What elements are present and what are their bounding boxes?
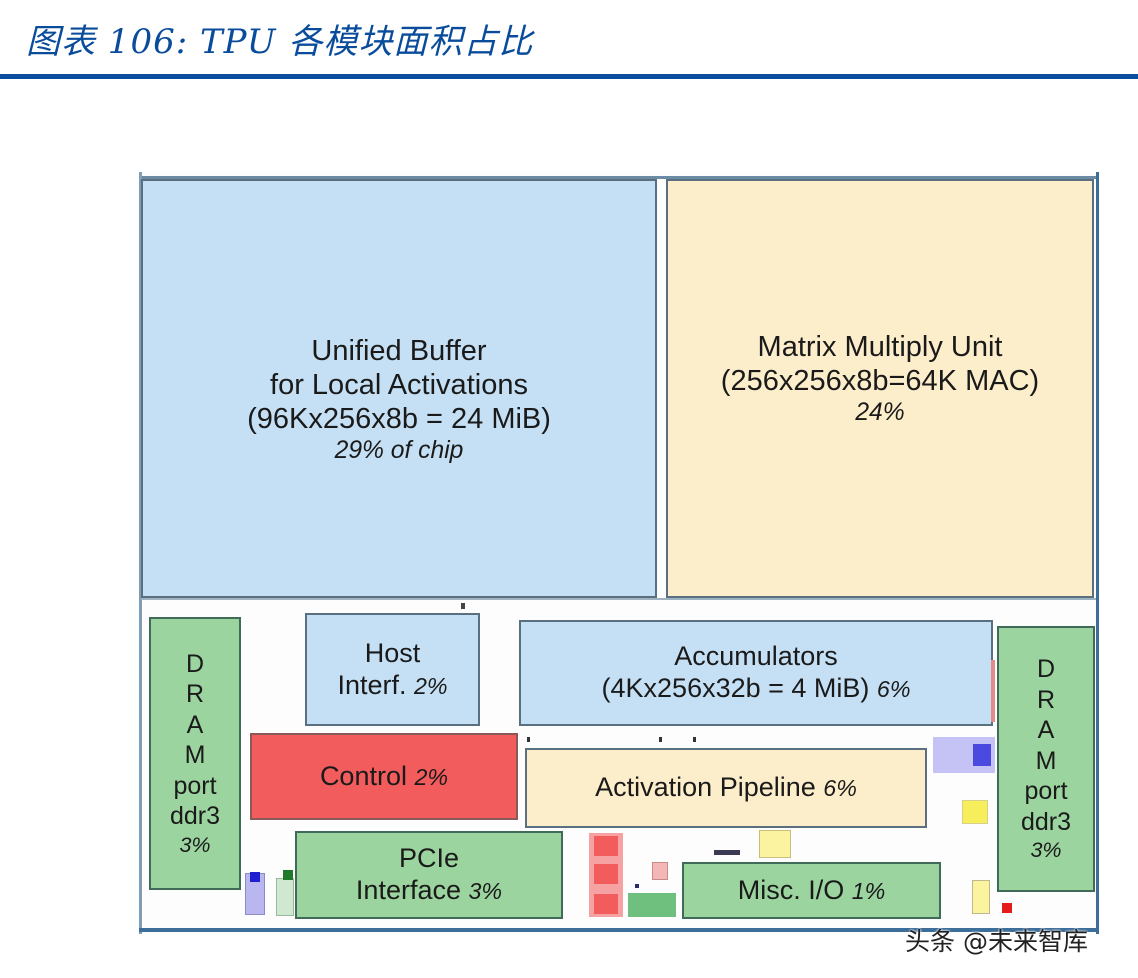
accumulator-edge-mark bbox=[991, 660, 995, 722]
misc-io-line: Misc. I/O 1% bbox=[738, 875, 886, 907]
dram-right-port: port bbox=[1024, 777, 1068, 806]
host-interface-title: Host bbox=[364, 637, 421, 668]
connector-dot bbox=[659, 737, 662, 742]
accumulators-percent: 6% bbox=[876, 676, 911, 702]
accumulators-line2: (4Kx256x32b = 4 MiB) 6% bbox=[602, 673, 911, 705]
pcie-interface-block: PCIe Interface 3% bbox=[295, 831, 563, 919]
activation-pipeline-line: Activation Pipeline 6% bbox=[595, 772, 857, 804]
minor-dot bbox=[635, 884, 639, 888]
dram-left-letter-d: D bbox=[185, 649, 205, 678]
minor-block-yellow-tall bbox=[972, 880, 990, 914]
host-interface-percent: 2% bbox=[413, 672, 448, 699]
minor-block-stripe bbox=[714, 850, 740, 855]
activation-pipeline-percent: 6% bbox=[823, 775, 857, 802]
separator-line bbox=[141, 598, 1096, 600]
dram-left-letter-a: A bbox=[186, 710, 204, 739]
accumulators-capacity: (4Kx256x32b = 4 MiB) bbox=[601, 673, 870, 703]
dram-right-ddr3: ddr3 bbox=[1020, 807, 1072, 836]
chip-border-bottom bbox=[139, 928, 1099, 932]
title-divider bbox=[0, 74, 1138, 79]
minor-block-yellow-top bbox=[759, 830, 791, 858]
connector-dot bbox=[461, 603, 465, 609]
chip-border-top bbox=[139, 176, 1099, 179]
dram-left-letter-m: M bbox=[184, 741, 206, 770]
minor-block-green-rect bbox=[628, 893, 676, 917]
dram-left-ddr3: ddr3 bbox=[169, 802, 221, 831]
pcie-line2: Interface 3% bbox=[356, 875, 502, 907]
dram-right-letter-a: A bbox=[1037, 716, 1055, 745]
unified-buffer-title: Unified Buffer bbox=[311, 334, 487, 367]
unified-buffer-capacity: (96Kx256x8b = 24 MiB) bbox=[247, 403, 551, 436]
dram-left-percent: 3% bbox=[179, 832, 211, 857]
host-interface-label: Interf. bbox=[337, 669, 407, 700]
minor-block-pale-green bbox=[276, 878, 294, 916]
control-line: Control 2% bbox=[320, 761, 448, 793]
minor-block-red-2 bbox=[594, 864, 618, 884]
misc-io-percent: 1% bbox=[851, 877, 886, 904]
connector-dot bbox=[693, 737, 696, 742]
minor-block-green bbox=[283, 870, 293, 880]
dram-port-right-block: D R A M port ddr3 3% bbox=[997, 626, 1095, 892]
activation-pipeline-label: Activation Pipeline bbox=[595, 772, 816, 803]
minor-block-red-square bbox=[1002, 903, 1012, 913]
dram-port-left-block: D R A M port ddr3 3% bbox=[149, 617, 241, 890]
minor-block-indigo bbox=[973, 744, 991, 766]
matrix-multiply-spec: (256x256x8b=64K MAC) bbox=[720, 364, 1040, 397]
minor-block-red-3 bbox=[594, 894, 618, 914]
dram-right-letter-r: R bbox=[1036, 685, 1056, 714]
dram-right-letter-d: D bbox=[1036, 655, 1056, 684]
matrix-multiply-percent: 24% bbox=[855, 399, 905, 427]
activation-pipeline-block: Activation Pipeline 6% bbox=[525, 748, 927, 828]
accumulators-title: Accumulators bbox=[674, 641, 838, 672]
control-percent: 2% bbox=[414, 763, 449, 790]
pcie-label: Interface bbox=[355, 875, 461, 905]
dram-right-letter-m: M bbox=[1035, 746, 1057, 775]
figure-title: 图表 106: TPU 各模块面积占比 bbox=[26, 22, 534, 62]
unified-buffer-subtitle: for Local Activations bbox=[270, 368, 528, 401]
chip-border-right bbox=[1096, 172, 1099, 934]
misc-io-label: Misc. I/O bbox=[737, 874, 845, 905]
pcie-percent: 3% bbox=[468, 878, 503, 904]
watermark: 头条 @未来智库 bbox=[905, 927, 1088, 956]
unified-buffer-block: Unified Buffer for Local Activations (96… bbox=[141, 179, 657, 598]
dram-left-port: port bbox=[173, 771, 217, 800]
control-block: Control 2% bbox=[250, 733, 518, 820]
control-label: Control bbox=[319, 760, 407, 791]
misc-io-block: Misc. I/O 1% bbox=[682, 862, 941, 919]
minor-block-red-1 bbox=[594, 836, 618, 856]
minor-block-blue bbox=[250, 872, 260, 882]
dram-right-percent: 3% bbox=[1030, 838, 1062, 863]
matrix-multiply-title: Matrix Multiply Unit bbox=[757, 330, 1003, 363]
dram-left-letter-r: R bbox=[185, 680, 205, 709]
chip-border-left bbox=[139, 172, 142, 934]
host-interface-line2: Interf. 2% bbox=[337, 670, 447, 702]
matrix-multiply-unit-block: Matrix Multiply Unit (256x256x8b=64K MAC… bbox=[666, 179, 1094, 598]
minor-block-pink bbox=[652, 862, 668, 880]
minor-block-yellow-small bbox=[962, 800, 988, 824]
unified-buffer-percent: 29% of chip bbox=[334, 437, 464, 465]
connector-dot bbox=[527, 737, 530, 742]
pcie-title: PCIe bbox=[398, 843, 460, 874]
host-interface-block: Host Interf. 2% bbox=[305, 613, 480, 726]
accumulators-block: Accumulators (4Kx256x32b = 4 MiB) 6% bbox=[519, 620, 993, 726]
